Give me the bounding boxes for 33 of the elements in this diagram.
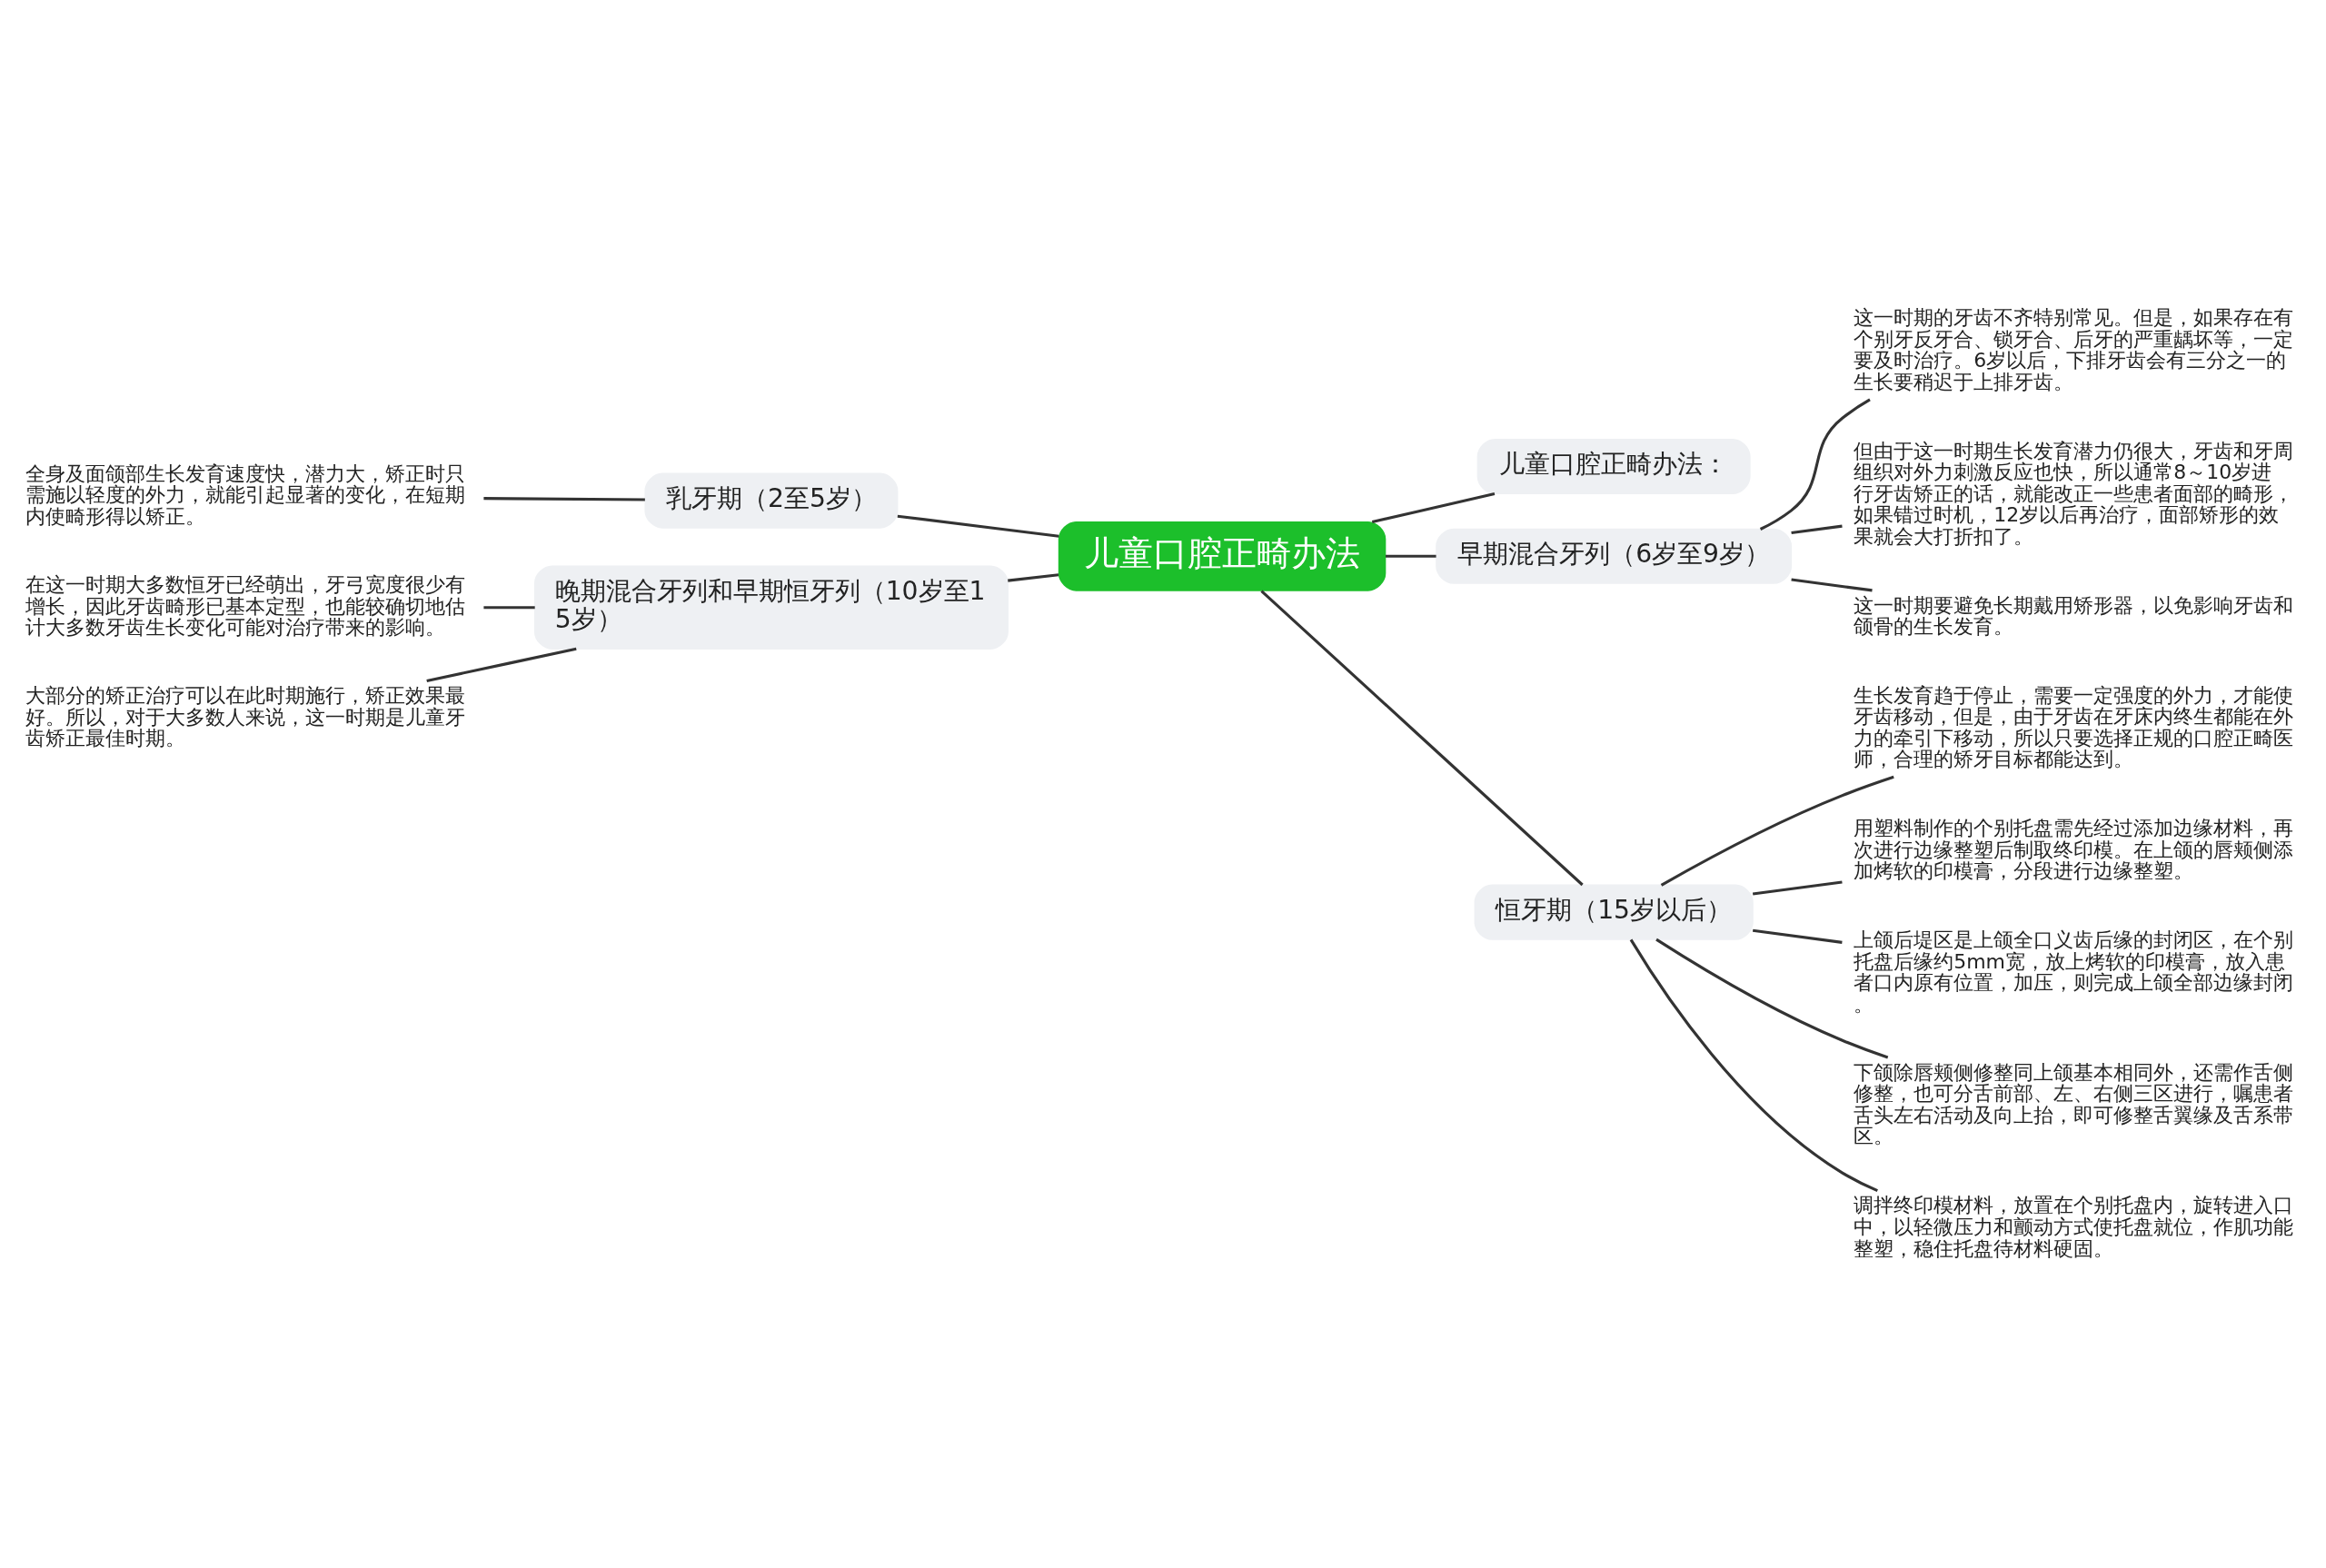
node-text: 全身及面颌部生长发育速度快，潜力大，矫正时只需施以轻度的外力，就能引起显著的变化，在短期内使畸形得以矫正。 — [25, 461, 465, 528]
connector — [1008, 572, 1059, 582]
node-box: 晚期混合牙列和早期恒牙列（10岁至15岁） — [533, 565, 1009, 650]
node-text: 大部分的矫正治疗可以在此时期施行，矫正效果最好。所以，对于大多数人来说，这一时期是儿童牙齿矫正最佳时期。 — [25, 683, 465, 749]
connector — [897, 514, 1059, 538]
connector — [1791, 524, 1843, 534]
node-box: 乳牙期（2至5岁） — [644, 472, 899, 529]
node-box: 儿童口腔正畸办法： — [1476, 438, 1751, 494]
connector — [1759, 398, 1871, 531]
node-text: 这一时期的牙齿不齐特别常见。但是，如果存在有个别牙反牙合、锁牙合、后牙的严重龋坏等，一定要及时治疗。6岁以后，下排牙齿会有三分之一的生长要稍迟于上排牙齿。 — [1854, 305, 2294, 393]
node-text: 这一时期要避免长期戴用矫形器，以免影响牙齿和颌骨的生长发育。 — [1854, 593, 2294, 638]
node-text: 生长发育趋于停止，需要一定强度的外力，才能使牙齿移动，但是，由于牙齿在牙床内终生都能在外力的牵引下移动，所以只要选择正规的口腔正畸医师，合理的矫牙目标都能达到。 — [1854, 683, 2294, 770]
node-text: 上颌后堤区是上颌全口义齿后缘的封闭区，在个别托盘后缘约5mm宽，放上烤软的印模膏，放入患者口内原有位置，加压，则完成上颌全部边缘封闭。 — [1854, 928, 2294, 1016]
connector — [1655, 938, 1889, 1058]
node-box: 恒牙期（15岁以后） — [1474, 884, 1754, 940]
connector — [1629, 938, 1878, 1192]
connector — [1752, 928, 1843, 944]
connector — [1386, 554, 1436, 558]
node-text: 在这一时期大多数恒牙已经萌出，牙弓宽度很少有增长，因此牙齿畸形已基本定型，也能较确切地估计大多数牙齿生长变化可能对治疗带来的影响。 — [25, 572, 465, 639]
connector — [1260, 589, 1584, 886]
connector — [1752, 879, 1843, 896]
node-text: 用塑料制作的个别托盘需先经过添加边缘材料，再次进行边缘整塑后制取终印模。在上颌的唇颊侧添加烤软的印模膏，分段进行边缘整塑。 — [1854, 816, 2294, 882]
connector — [1371, 491, 1496, 523]
connector — [1660, 775, 1894, 887]
connector — [426, 647, 577, 682]
node-text: 调拌终印模材料，放置在个别托盘内，旋转进入口中，以轻微压力和颤动方式使托盘就位，作肌功能整塑，稳住托盘待材料硬固。 — [1854, 1193, 2294, 1259]
connector — [1791, 578, 1873, 591]
node-text: 下颌除唇颊侧修整同上颌基本相同外，还需作舌侧修整，也可分舌前部、左、右侧三区进行，嘱患者舌头左右活动及向上抬，即可修整舌翼缘及舌系带区。 — [1854, 1060, 2294, 1147]
connector — [483, 496, 645, 501]
connector — [483, 605, 535, 609]
node-box: 早期混合牙列（6岁至9岁） — [1436, 528, 1793, 584]
node-text: 但由于这一时期生长发育潜力仍很大，牙齿和牙周组织对外力刺激反应也快，所以通常8～10岁进行牙齿矫正的话，就能改正一些患者面部的畸形，如果错过时机，12岁以后再治疗，面部矫形的效果就会大打折扣了。 — [1854, 439, 2294, 548]
node-box: 儿童口腔正畸办法 — [1058, 521, 1387, 591]
